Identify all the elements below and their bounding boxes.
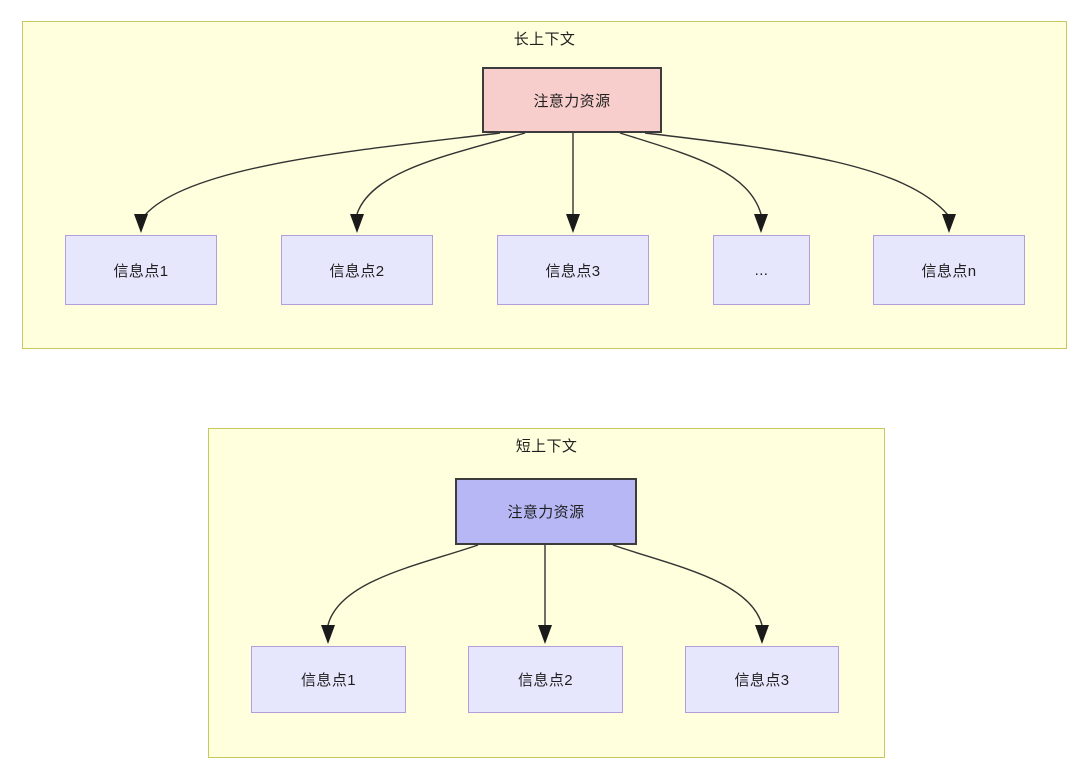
node-info-point-2-short[interactable]: 信息点2	[468, 646, 623, 713]
node-info-point-n-long[interactable]: 信息点n	[873, 235, 1025, 305]
node-info-point-3-short[interactable]: 信息点3	[685, 646, 839, 713]
node-attention-resource-long[interactable]: 注意力资源	[482, 67, 662, 133]
panel-short-context-title: 短上下文	[515, 438, 578, 455]
node-info-point-1-long[interactable]: 信息点1	[65, 235, 217, 305]
node-info-point-3-long[interactable]: 信息点3	[497, 235, 649, 305]
node-attention-resource-short[interactable]: 注意力资源	[455, 478, 637, 545]
node-info-point-ellipsis-long[interactable]: ...	[713, 235, 810, 305]
node-info-point-1-short[interactable]: 信息点1	[251, 646, 406, 713]
panel-long-context-title: 长上下文	[513, 31, 576, 48]
node-info-point-2-long[interactable]: 信息点2	[281, 235, 433, 305]
